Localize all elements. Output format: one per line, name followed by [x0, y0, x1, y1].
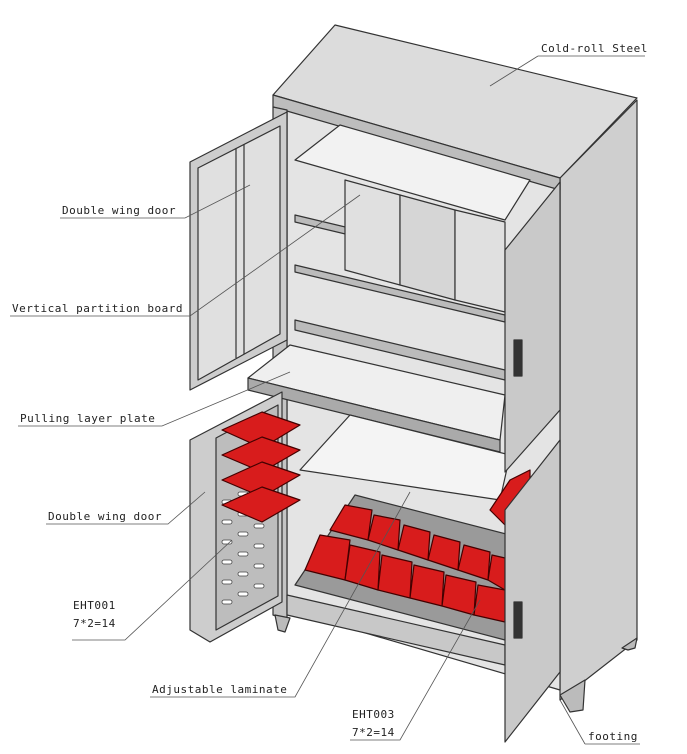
label-eht001-qty: 7*2=14 — [73, 617, 116, 630]
label-vertical-partition-board: Vertical partition board — [12, 302, 183, 315]
label-double-wing-door-upper: Double wing door — [62, 204, 176, 217]
label-double-wing-door-lower: Double wing door — [48, 510, 162, 523]
label-pulling-layer-plate: Pulling layer plate — [20, 412, 155, 425]
label-cold-roll-steel: Cold-roll Steel — [541, 42, 648, 55]
eht001-bins — [221, 411, 301, 523]
double-wing-door-right-upper — [504, 181, 561, 473]
cabinet-side-panel — [559, 99, 638, 701]
label-footing: footing — [588, 730, 638, 743]
vertical-partitions — [344, 179, 401, 286]
louver-slots — [221, 483, 265, 605]
double-wing-door-right-lower — [504, 439, 561, 743]
label-eht001-name: EHT001 — [73, 599, 116, 612]
label-eht003-qty: 7*2=14 — [352, 726, 395, 739]
shelf-top — [294, 124, 531, 221]
leader-lines — [10, 55, 645, 745]
eht003-bins — [304, 469, 531, 623]
label-adjustable-laminate: Adjustable laminate — [152, 683, 287, 696]
footing — [559, 679, 586, 713]
label-eht003-name: EHT003 — [352, 708, 395, 721]
